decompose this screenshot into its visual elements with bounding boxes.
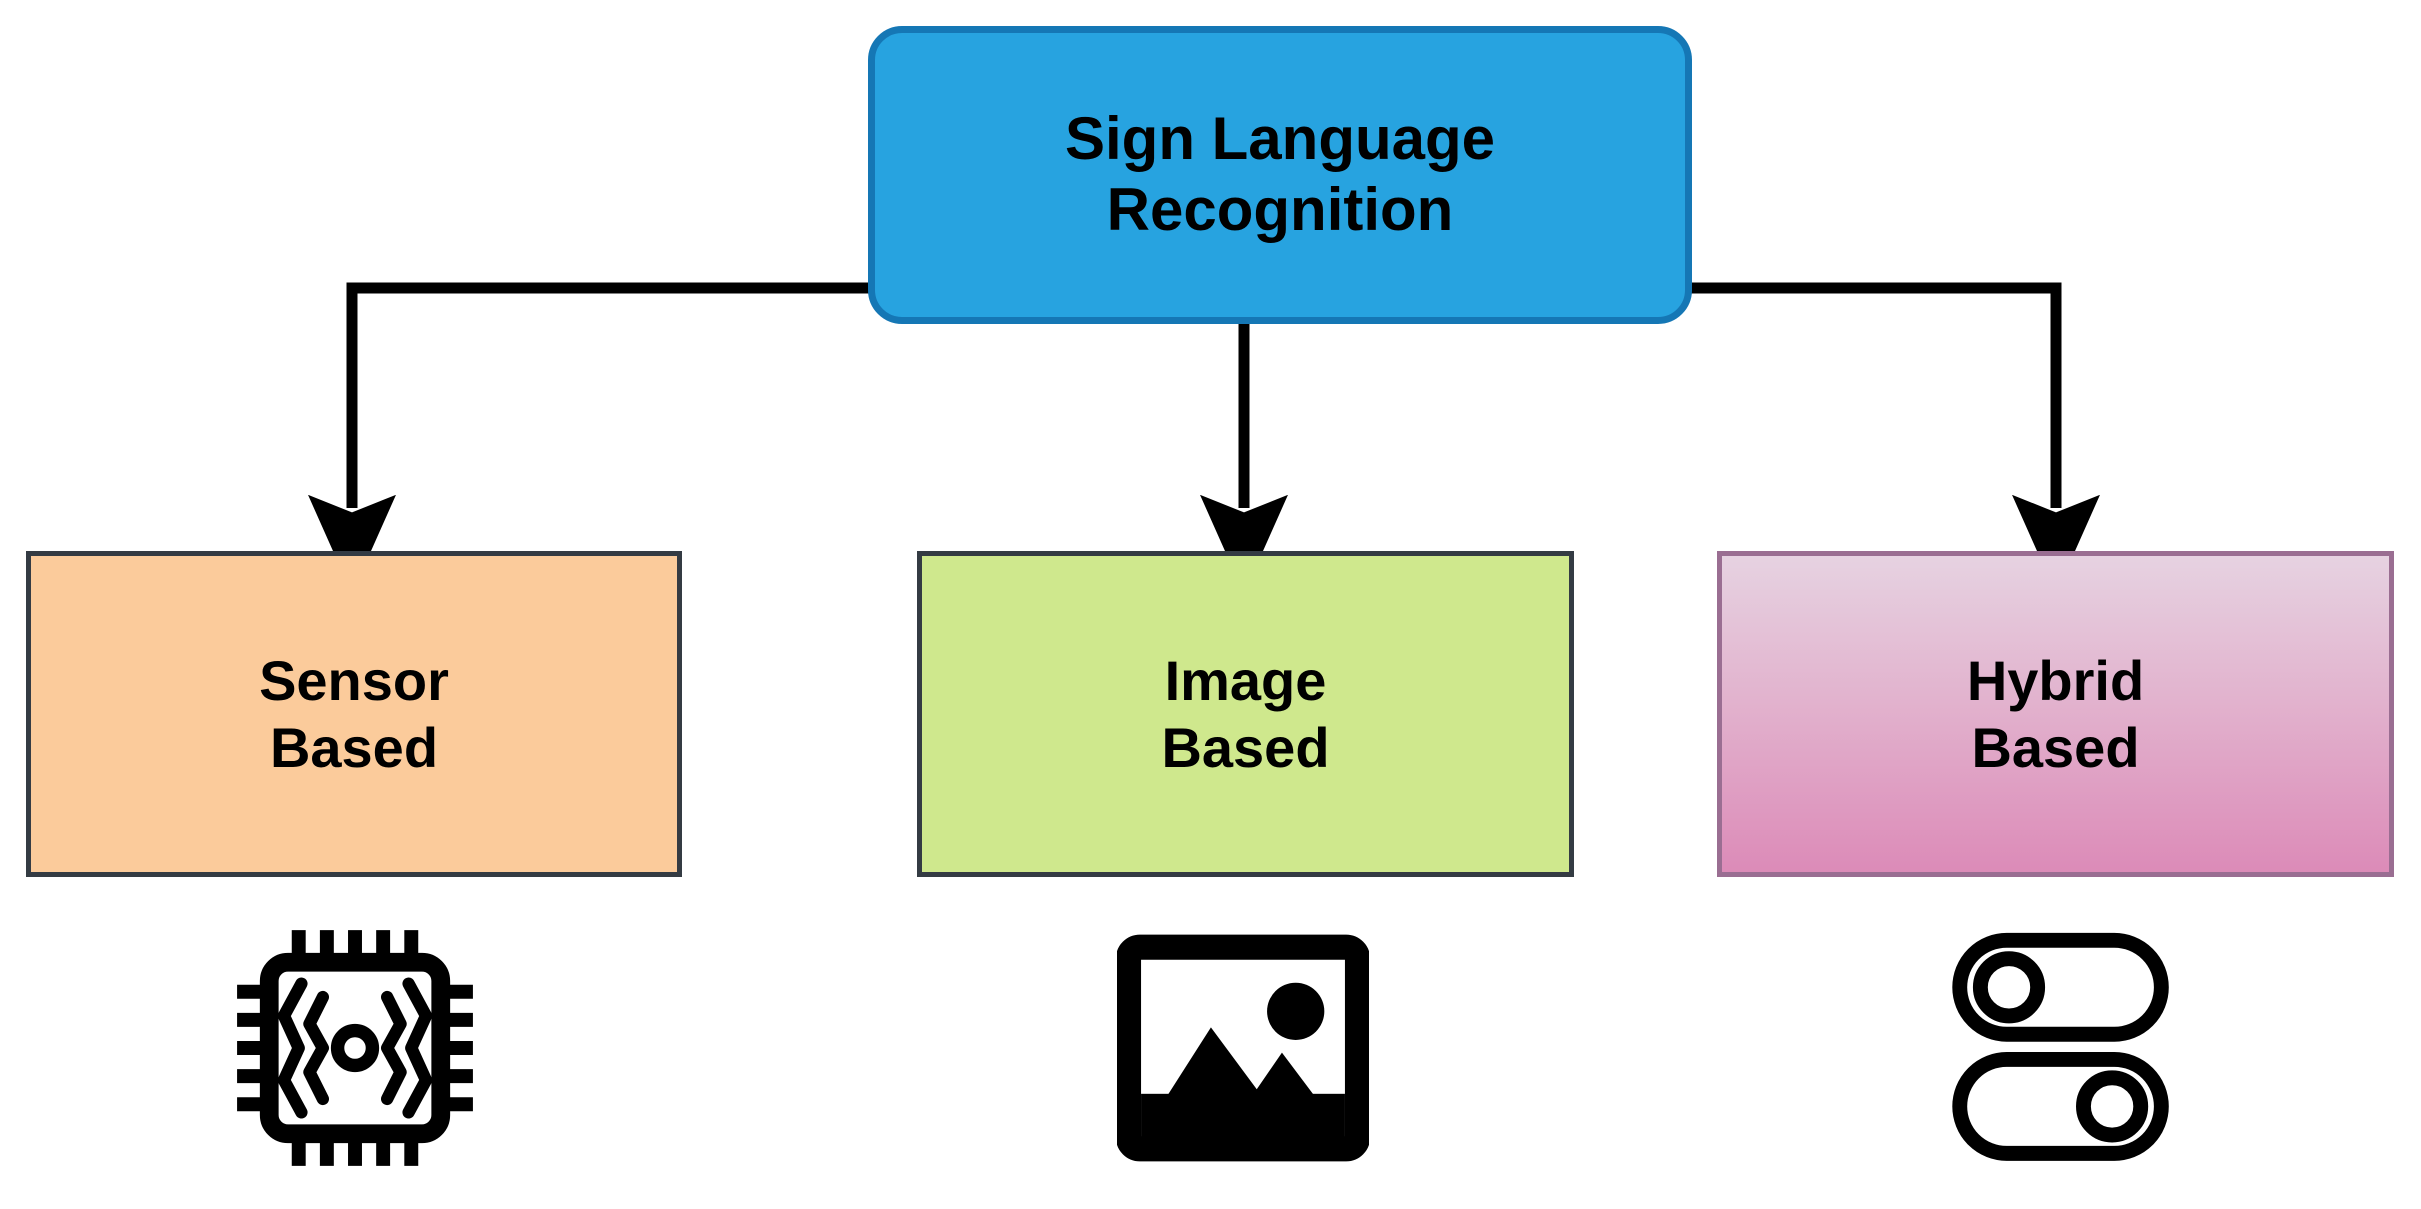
branch-node-sensor-based[interactable]: Sensor Based	[26, 551, 682, 877]
toggle-on-icon	[1951, 1052, 2169, 1161]
branch-node-image-label: Image Based	[1161, 647, 1329, 781]
branch-node-hybrid-label-line2: Based	[1971, 716, 2140, 779]
branch-node-sensor-label: Sensor Based	[259, 647, 449, 781]
root-node-label-line2: Recognition	[1106, 176, 1454, 243]
branch-node-image-label-line1: Image	[1164, 648, 1327, 712]
branch-node-image-based[interactable]: Image Based	[917, 551, 1574, 877]
branch-node-hybrid-based[interactable]: Hybrid Based	[1717, 551, 2394, 877]
root-node-sign-language-recognition[interactable]: Sign Language Recognition	[868, 26, 1692, 324]
toggle-switches-icon	[1951, 932, 2169, 1161]
branch-node-hybrid-label-line1: Hybrid	[1966, 648, 2145, 712]
connector-root-to-sensor	[308, 282, 875, 594]
picture-image-icon	[1116, 934, 1369, 1162]
branch-node-sensor-label-line1: Sensor	[259, 648, 449, 712]
branch-node-image-label-line2: Based	[1161, 716, 1330, 779]
branch-node-hybrid-label: Hybrid Based	[1967, 647, 2144, 781]
root-node-label-line1: Sign Language	[1064, 105, 1496, 173]
root-node-label: Sign Language Recognition	[1065, 104, 1495, 246]
branch-node-sensor-label-line2: Based	[269, 716, 439, 779]
toggle-switches-icon-slot	[1930, 903, 2213, 1193]
microchip-sensor-icon-slot	[213, 903, 496, 1193]
connector-root-to-hybrid	[1686, 282, 2100, 594]
microchip-sensor-icon	[236, 930, 473, 1166]
toggle-off-icon	[1951, 932, 2169, 1042]
picture-image-icon-slot	[1101, 903, 1384, 1193]
